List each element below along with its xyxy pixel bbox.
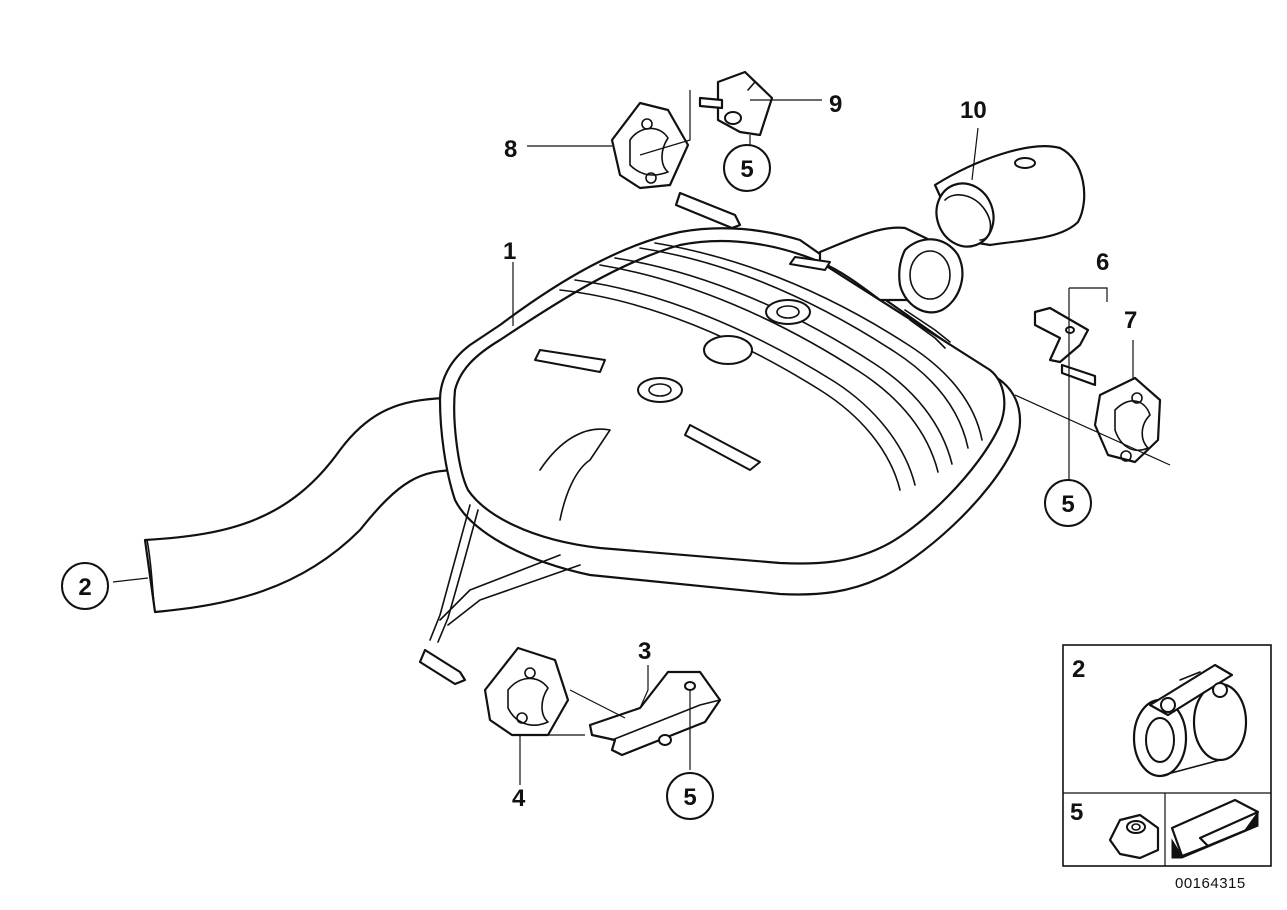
rubber-hanger-top[interactable] [610,101,690,190]
circled-callout-nut-top: 5 [723,144,771,192]
tailpipe-trim[interactable] [928,145,1086,254]
callout-10: 10 [960,97,987,124]
callout-8: 8 [504,136,517,163]
inset-clamp-label: 2 [1072,656,1085,683]
svg-text:5: 5 [683,784,696,811]
callout-1: 1 [503,238,516,265]
arrow-icon [1170,798,1260,859]
bracket-front[interactable] [588,670,722,757]
circled-callout-nut-right: 5 [1044,479,1092,527]
callout-6: 6 [1096,249,1109,276]
callout-4: 4 [512,785,526,812]
nut-illustration [1108,813,1160,860]
svg-text:2: 2 [78,574,91,601]
callout-9: 9 [829,91,842,118]
rubber-hanger-right[interactable] [1093,376,1162,464]
rubber-hanger-front[interactable] [483,646,570,737]
bracket-right[interactable] [1033,306,1097,387]
callout-labels: 1 3 4 6 7 8 9 10 [503,91,1137,812]
document-number: 00164315 [1175,875,1246,892]
svg-text:5: 5 [740,156,753,183]
circled-callout-nut-front: 5 [666,772,714,820]
callout-3: 3 [638,638,651,665]
leader-lines [112,90,1171,785]
rear-muffler[interactable] [418,191,1022,686]
callout-7: 7 [1124,307,1137,334]
bracket-top[interactable] [698,70,774,137]
svg-text:5: 5 [1061,491,1074,518]
inset-panel: 2 5 [1062,644,1272,867]
exhaust-pipe[interactable] [143,396,462,614]
inset-nut-label: 5 [1070,799,1083,826]
clamp-illustration [1132,663,1248,778]
circled-callout-pipe: 2 [61,562,109,610]
